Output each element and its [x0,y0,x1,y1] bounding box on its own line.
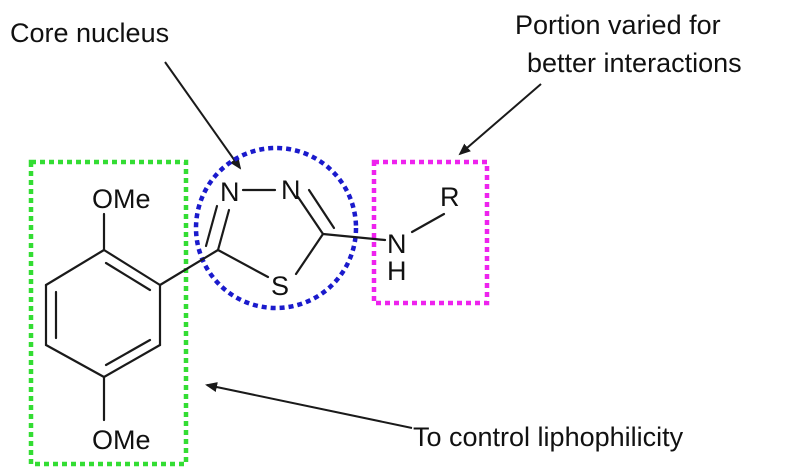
liphophilicity-label: To control liphophilicity [413,422,684,452]
variable-portion-box [371,159,490,306]
ome-top-label: OMe [92,184,151,214]
nitrogen-left-label: N [220,177,240,207]
r-group-label: R [440,182,460,212]
liphophilicity-box [28,159,189,467]
benzene-ring [44,248,162,379]
core-nucleus-label: Core nucleus [10,18,169,48]
liphophilicity-arrow-icon [205,382,413,429]
amine-hydrogen-label: H [387,256,407,286]
sulfur-label: S [271,271,289,301]
aryl-thiadiazole-bond [158,248,220,287]
amine-nitrogen-label: N [387,229,407,259]
portion-varied-label-line1: Portion varied for [515,10,721,40]
core-nucleus-circle [193,145,359,311]
portion-varied-label-line2: better interactions [527,48,742,78]
ome-bottom-label: OMe [92,425,151,455]
thiadiazole-ring [204,188,336,279]
nitrogen-right-label: N [281,175,301,205]
thiadiazole-amine-bond [321,232,387,242]
amine-r-bond [410,212,446,234]
core-nucleus-arrow-icon [164,61,242,170]
portion-varied-arrow-icon [458,83,542,156]
